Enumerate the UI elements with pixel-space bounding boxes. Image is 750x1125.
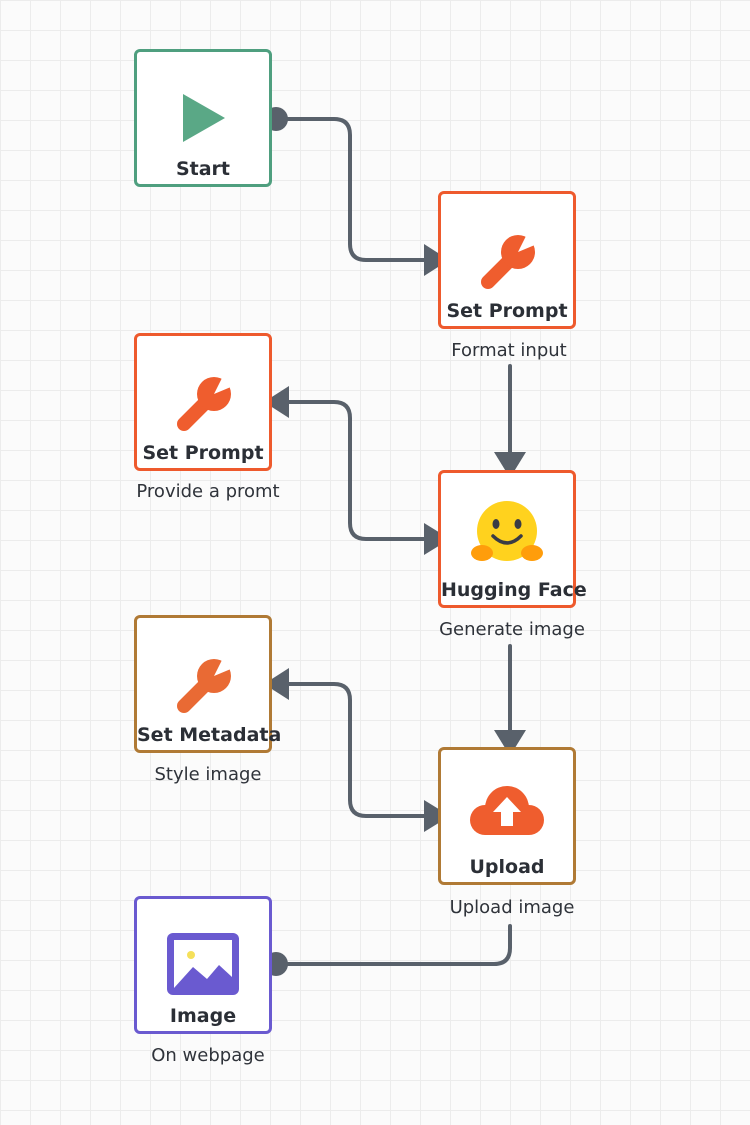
set-metadata-subtitle: Style image <box>154 764 262 785</box>
image-subtitle: On webpage <box>151 1045 265 1066</box>
start-node[interactable]: Start <box>134 49 272 187</box>
set-prompt-node-provide[interactable]: Set Prompt <box>134 333 272 471</box>
wire-start-to-set-prompt[interactable] <box>274 117 428 262</box>
arrowhead-set-prompt-in <box>424 244 449 276</box>
set-prompt-subtitle: Provide a promt <box>136 481 280 502</box>
wire-image-to-upload[interactable] <box>274 924 512 966</box>
arrowhead-hugging-face-in-top <box>494 452 526 478</box>
image-node[interactable]: Image <box>134 896 272 1034</box>
set-prompt-title: Set Prompt <box>142 442 264 464</box>
image-title: Image <box>169 1005 237 1027</box>
hugging-face-node[interactable]: Hugging Face <box>438 470 587 608</box>
upload-subtitle: Upload image <box>449 897 575 918</box>
set-prompt-node-format[interactable]: Set Prompt <box>438 191 576 329</box>
image-icon <box>163 929 243 1003</box>
start-node-title: Start <box>175 158 231 180</box>
hugging-face-title: Hugging Face <box>441 579 587 601</box>
arrowhead-upload-in-left <box>424 800 450 832</box>
upload-node[interactable]: Upload <box>438 747 576 885</box>
arrowhead-hugging-face-in-left <box>424 523 450 555</box>
wrench-icon <box>472 228 542 302</box>
wrench-icon <box>168 652 238 726</box>
hugging-face-subtitle: Generate image <box>439 619 585 640</box>
hugging-face-icon <box>469 499 545 575</box>
arrowhead-set-metadata-left <box>264 668 289 700</box>
set-metadata-title: Set Metadata <box>137 724 282 746</box>
wrench-icon <box>168 370 238 444</box>
arrowhead-set-prompt-left <box>264 386 289 418</box>
wire-hugging-face-set-prompt-loop[interactable] <box>286 400 428 541</box>
arrowhead-upload-in-top <box>494 730 526 756</box>
set-metadata-node[interactable]: Set Metadata <box>134 615 282 753</box>
cloud-upload-icon <box>467 780 547 846</box>
wire-upload-set-metadata-loop[interactable] <box>286 682 428 818</box>
play-icon <box>177 90 229 150</box>
set-prompt-title: Set Prompt <box>446 300 568 322</box>
set-prompt-subtitle: Format input <box>451 340 567 361</box>
upload-title: Upload <box>469 856 545 878</box>
